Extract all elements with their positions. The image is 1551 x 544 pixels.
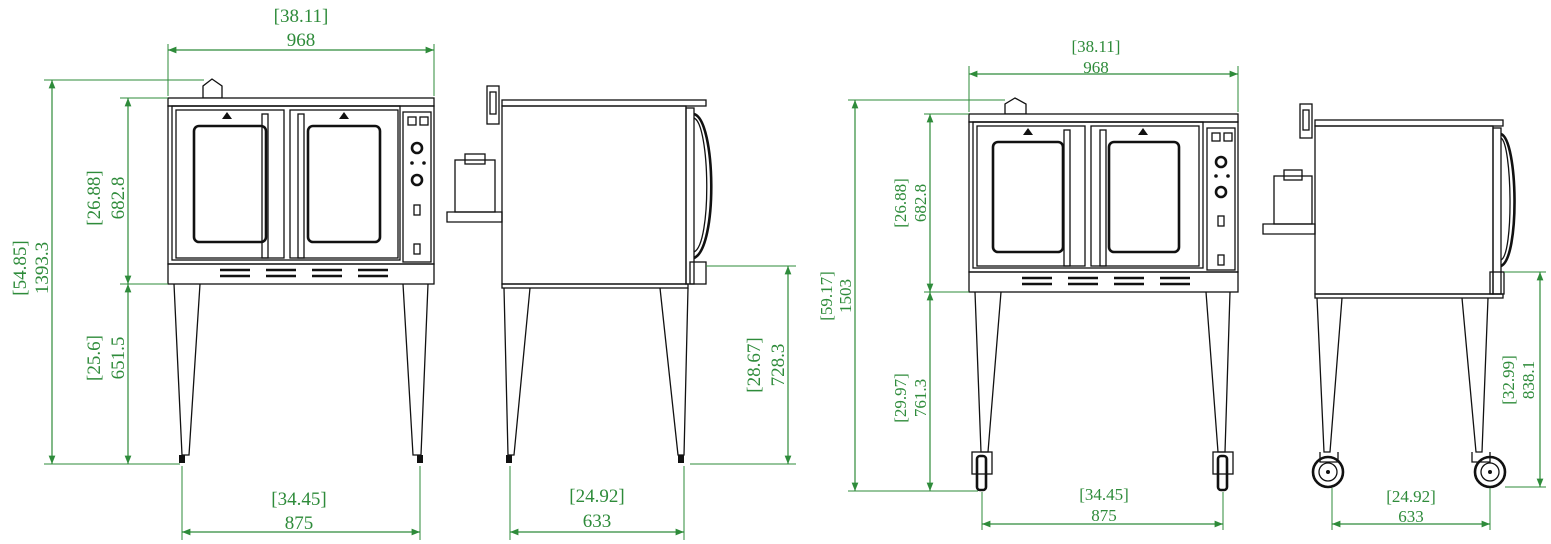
- dim-leg-height-mm: 651.5: [108, 337, 129, 380]
- dim-total-height-mm: 1503: [836, 279, 855, 313]
- dim-body-height-mm: 682.8: [911, 184, 930, 222]
- dim-door-height-mm: 728.3: [768, 344, 789, 387]
- dim-width-in: [38.11]: [1072, 37, 1121, 56]
- front-view-casters: [968, 97, 1239, 492]
- dim-body-height-in: [26.88]: [891, 178, 910, 228]
- dim-depth-mm: 633: [1398, 507, 1424, 526]
- side-view-casters: [1262, 103, 1516, 489]
- dim-depth-mm: 633: [583, 511, 612, 532]
- dim-leg-span-in: [34.45]: [271, 489, 326, 510]
- dims-side-legs: [28.67] 728.3 [24.92] 633: [509, 265, 796, 540]
- dim-leg-span-mm: 875: [285, 513, 314, 534]
- dim-depth-in: [24.92]: [569, 486, 624, 507]
- dim-body-height-in: [26.88]: [84, 170, 105, 225]
- dim-width-mm: 968: [1083, 58, 1109, 77]
- dim-door-height-in: [32.99]: [1499, 355, 1518, 405]
- dim-total-height-in: [59.17]: [817, 271, 836, 321]
- dim-depth-in: [24.92]: [1386, 487, 1436, 506]
- side-view-legs: [446, 85, 713, 463]
- dims-front-casters: [38.11] 968 [59.17] 1503 [26.88] 682.8 […: [817, 37, 1239, 530]
- dim-total-height-in: [54.85]: [10, 240, 31, 295]
- dim-total-height-mm: 1393.3: [32, 242, 53, 294]
- dims-side-casters: [32.99] 838.1 [24.92] 633: [1331, 271, 1546, 530]
- dim-leg-height-mm: 761.3: [911, 379, 930, 417]
- dim-leg-span-mm: 875: [1091, 506, 1117, 525]
- dim-door-height-mm: 838.1: [1519, 361, 1538, 399]
- dim-width-in: [38.11]: [274, 6, 329, 27]
- dim-leg-span-in: [34.45]: [1079, 485, 1129, 504]
- dim-width-mm: 968: [287, 30, 316, 51]
- dim-leg-height-in: [29.97]: [891, 373, 910, 423]
- dims-front-legs: [38.11] 968 [54.85] 1393.3 [26.88] 682.8…: [10, 6, 435, 540]
- dim-leg-height-in: [25.6]: [84, 335, 105, 381]
- dim-body-height-mm: 682.8: [108, 177, 129, 220]
- dim-door-height-in: [28.67]: [744, 337, 765, 392]
- front-view-legs: [167, 78, 435, 463]
